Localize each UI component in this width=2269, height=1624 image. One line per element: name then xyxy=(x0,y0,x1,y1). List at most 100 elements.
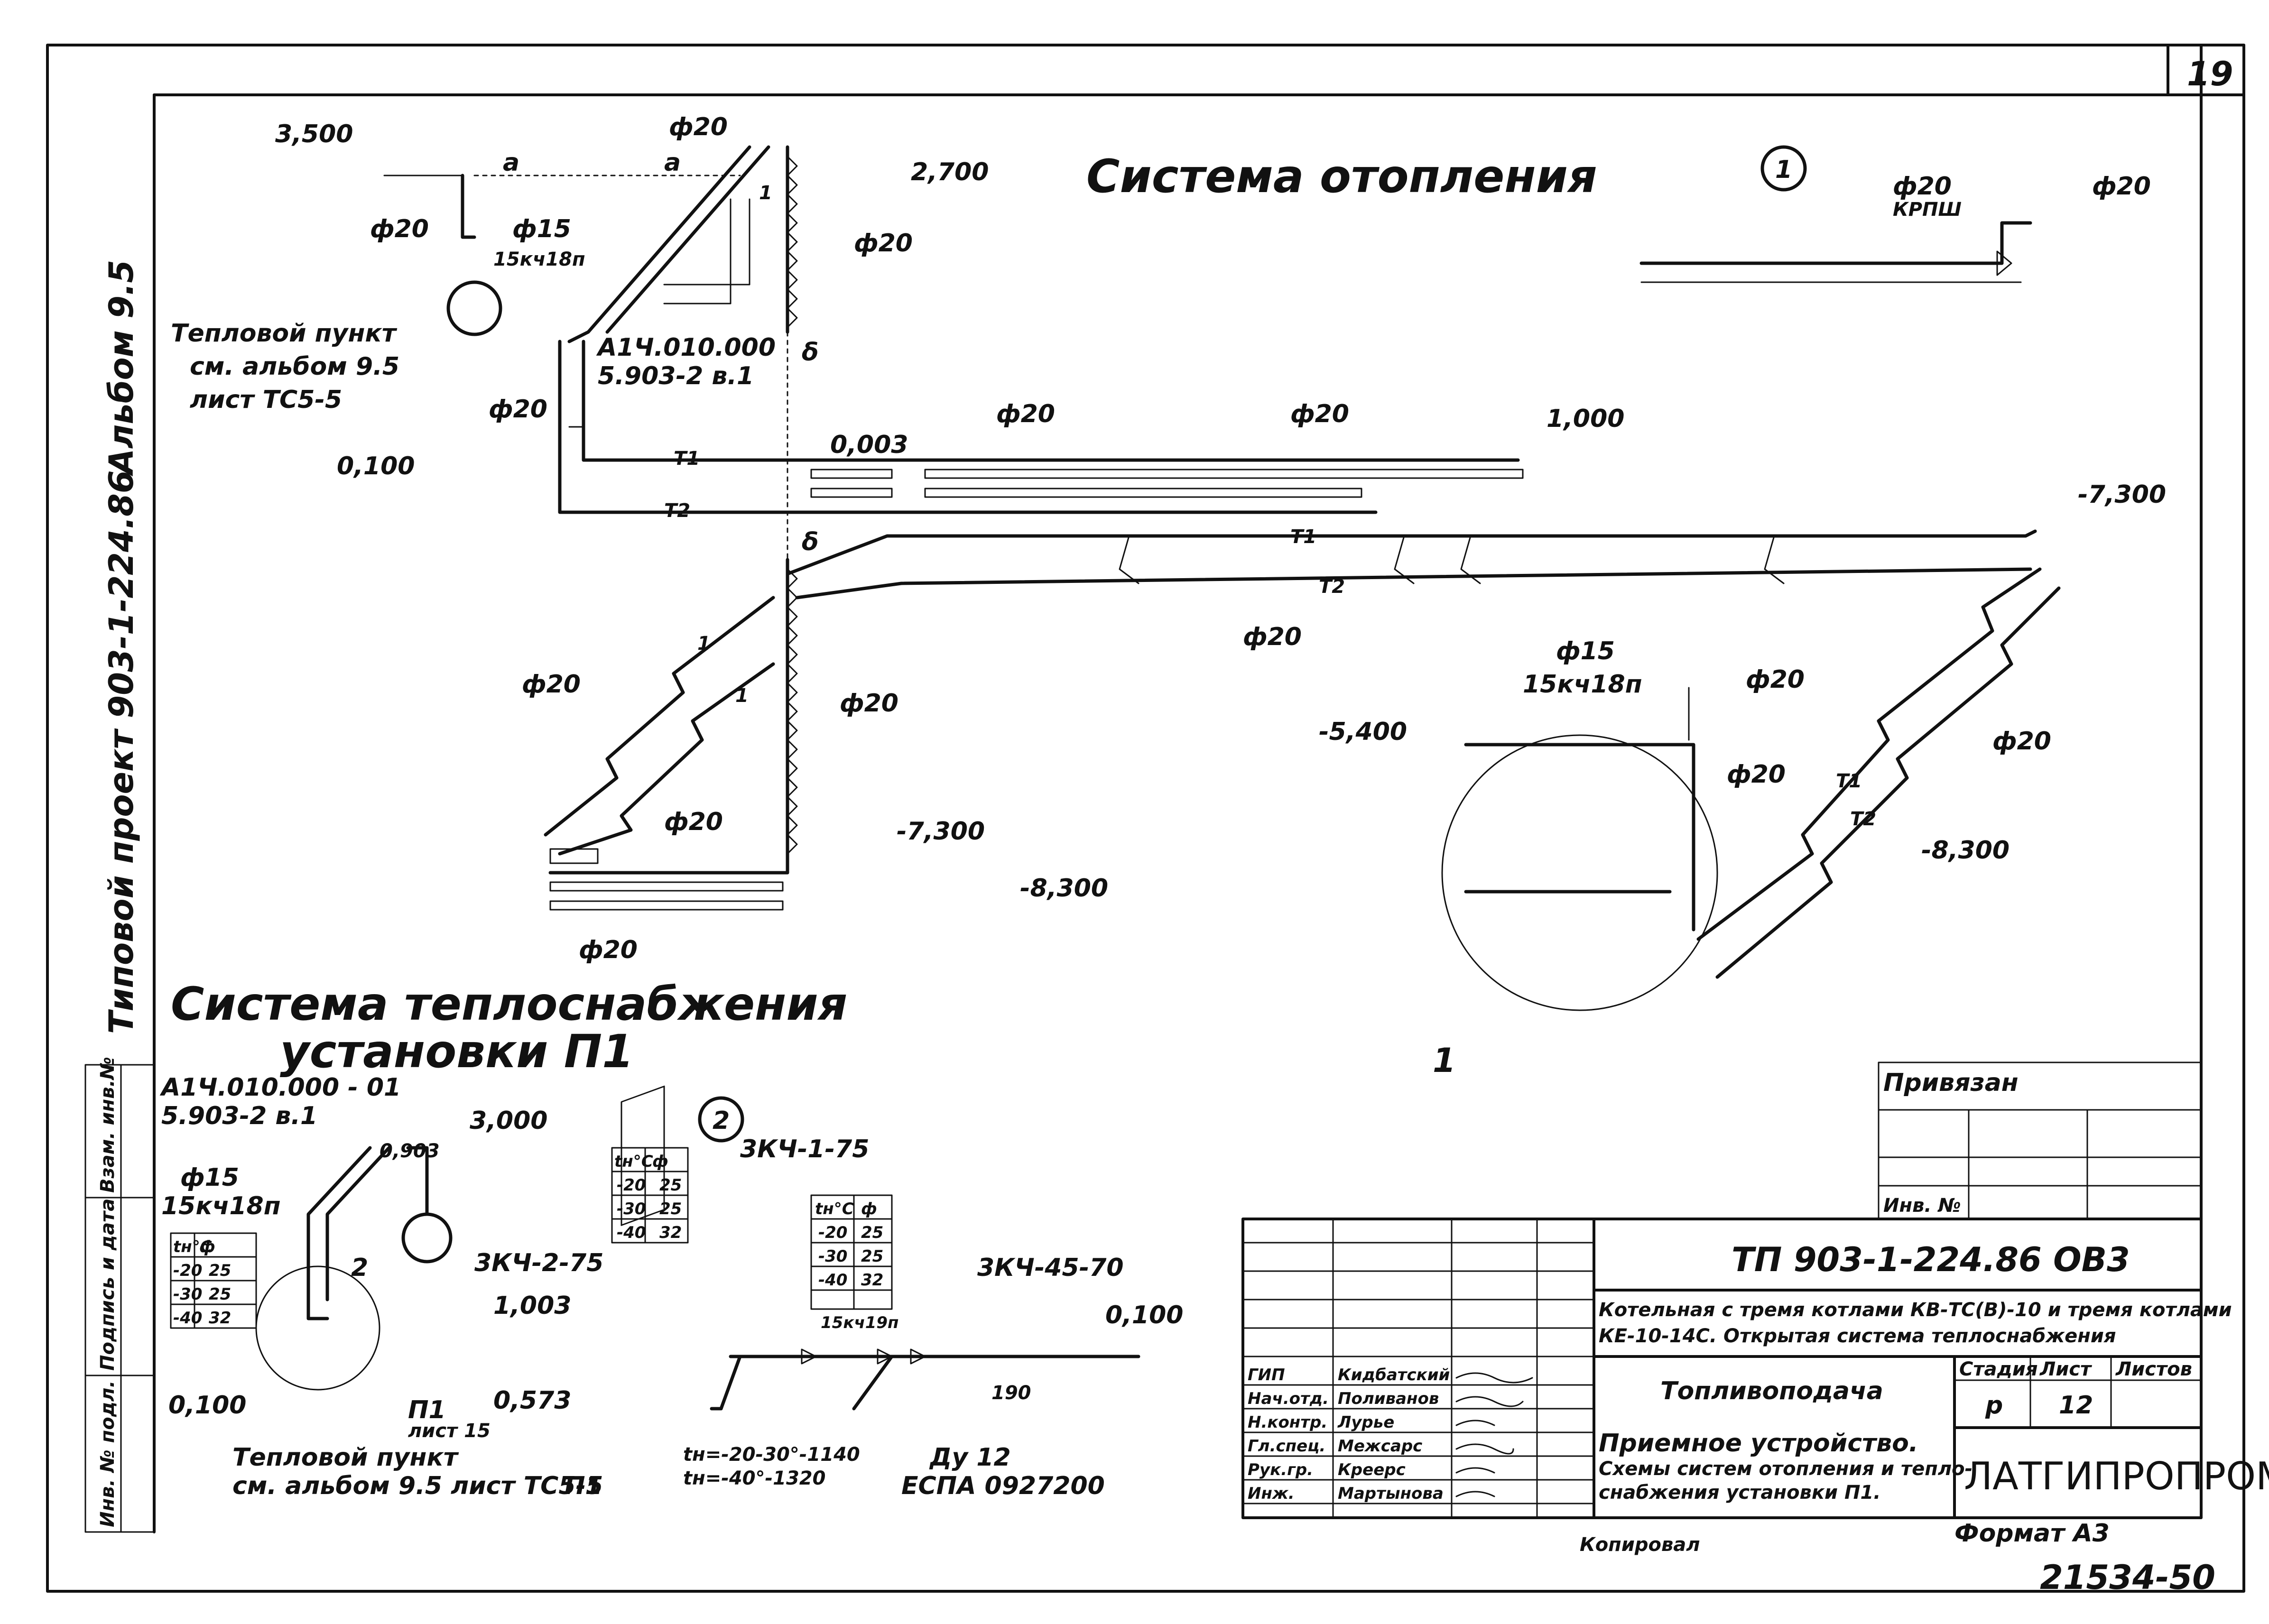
right-label: 1 xyxy=(1433,1041,1456,1080)
sheets-header: Листов xyxy=(2115,1358,2192,1380)
right-label: ф20 xyxy=(1992,727,2051,756)
right-label: Т1 xyxy=(1836,770,1862,792)
heating-label: 2,700 xyxy=(911,158,989,186)
person: Кидбатский xyxy=(1338,1366,1450,1384)
heating-label: ф20 xyxy=(1290,400,1349,428)
table-a-cell: 25 xyxy=(659,1176,682,1195)
heating-label: ф20 xyxy=(489,395,547,424)
heating-label: δ xyxy=(802,528,819,556)
stamp-replace: Взам. инв.№ xyxy=(97,1057,119,1193)
table-a-cell: -30 xyxy=(617,1200,646,1218)
heating-label: ф20 xyxy=(370,215,429,243)
supply-table-cell: 25 xyxy=(209,1285,231,1304)
person: Лурье xyxy=(1337,1413,1394,1432)
person: Мартынова xyxy=(1338,1484,1444,1503)
person: Креерс xyxy=(1338,1460,1406,1479)
supply-table-cell: 32 xyxy=(209,1309,231,1328)
sheet-title-2: Схемы систем отопления и тепло- xyxy=(1599,1458,1973,1480)
signature xyxy=(1455,1467,1495,1474)
supply-label: 0,100 xyxy=(168,1391,246,1420)
heating-label: ф20 xyxy=(854,229,913,258)
heating-label: ф20 xyxy=(840,689,898,718)
object-line-2: КЕ-10-14С. Открытая система теплоснабжен… xyxy=(1599,1325,2116,1347)
detail2-label: П1 xyxy=(565,1472,602,1500)
heating-label: Тепловой пункт xyxy=(171,319,398,348)
archive-number: 21534-50 xyxy=(2040,1558,2215,1597)
object-line-1: Котельная с тремя котлами КВ-ТС(В)-10 и … xyxy=(1599,1299,2232,1321)
signature xyxy=(1455,1420,1495,1426)
stage-value: р xyxy=(1985,1391,2003,1420)
heating-label: ф20 xyxy=(669,113,728,141)
heating-label: 15кч18п xyxy=(493,249,585,270)
detail-2-labels: 2 3КЧ-1-75 3КЧ-2-75 1,003 0,573 П1 tн=-2… xyxy=(474,1107,1183,1500)
outer-frame xyxy=(46,44,2245,1593)
supply-label: ф15 xyxy=(180,1163,239,1192)
heating-label: Т1 xyxy=(1290,526,1316,548)
sheet-value: 12 xyxy=(2059,1391,2093,1420)
heating-label: δ xyxy=(802,338,819,367)
heating-label: 1 xyxy=(759,182,772,204)
table-a-cell: -40 xyxy=(617,1223,646,1242)
role: Н.контр. xyxy=(1248,1413,1327,1432)
heating-label: 0,100 xyxy=(337,452,415,480)
table-b-cell: 32 xyxy=(861,1271,883,1290)
heating-label: ф20 xyxy=(664,808,723,836)
section-name: Топливоподача xyxy=(1660,1377,1883,1405)
supply-table-cell: -20 xyxy=(173,1261,202,1280)
signature xyxy=(1455,1491,1495,1497)
supply-label: А1Ч.010.000 - 01 xyxy=(159,1073,401,1102)
table-b-h1: ф xyxy=(861,1200,877,1218)
signature xyxy=(1455,1396,1524,1407)
heating-label: -7,300 xyxy=(2078,480,2166,509)
heating-label: а xyxy=(664,148,681,177)
table-b-cell: 25 xyxy=(861,1223,883,1242)
right-scheme: 1 xyxy=(1441,145,2032,1011)
table-b-cell: 25 xyxy=(861,1247,883,1266)
right-label: ф15 xyxy=(1556,637,1615,665)
table-a-cell: 25 xyxy=(659,1200,682,1218)
role: Гл.спец. xyxy=(1248,1437,1325,1456)
heating-label: ф20 xyxy=(1243,623,1302,651)
supply-table-cell: 25 xyxy=(209,1261,231,1280)
heating-label: Т2 xyxy=(1319,576,1345,598)
detail2-label: 0,100 xyxy=(1105,1301,1183,1329)
left-stamp: Инв. № подл. Подпись и дата Взам. инв.№ xyxy=(84,1057,155,1533)
stamp-sign: Подпись и дата xyxy=(97,1199,119,1371)
table-b-cell: -40 xyxy=(818,1271,847,1290)
detail2-label: ЕСПА 0927200 xyxy=(901,1472,1105,1500)
supply-table-h0: tн°С xyxy=(173,1237,212,1256)
supply-table-cell: -30 xyxy=(173,1285,202,1304)
detail2-label: 1,003 xyxy=(493,1292,571,1320)
detail-2 xyxy=(611,1085,1140,1411)
sheet-number: 19 xyxy=(2187,55,2233,93)
stamp-inv: Инв. № подл. xyxy=(97,1380,119,1527)
supply-title-2: установки П1 xyxy=(280,1025,634,1078)
table-b-cell: -30 xyxy=(818,1247,847,1266)
sheet-number-box xyxy=(2167,44,2245,96)
project-number: Типовой проект 903-1-224.86 xyxy=(102,470,141,1034)
heating-label: -8,300 xyxy=(1020,874,1108,903)
heating-label: 0,003 xyxy=(830,431,908,459)
detail2-label: tн=-40°-1320 xyxy=(683,1467,825,1489)
right-label: ф20 xyxy=(2092,172,2151,201)
detail2-label: 190 xyxy=(991,1382,1031,1404)
supply-label: см. альбом 9.5 лист ТС5-5 xyxy=(232,1472,603,1500)
heating-label: ф20 xyxy=(996,400,1055,428)
supply-scheme xyxy=(170,1146,453,1391)
privyazan-box: Привязан Инв. № xyxy=(1878,1061,2202,1220)
detail2-label: 3КЧ-1-75 xyxy=(740,1135,869,1163)
supply-label: 5.903-2 в.1 xyxy=(161,1102,317,1130)
supply-table-h1: ф xyxy=(199,1237,215,1256)
detail2-label: 3КЧ-45-70 xyxy=(977,1254,1124,1282)
format-label: Формат А3 xyxy=(1954,1519,2110,1548)
organization: ЛАТГИПРОПРОМ xyxy=(1964,1454,2269,1498)
right-label: ф20 xyxy=(1727,760,1786,789)
copied-label: Копировал xyxy=(1580,1534,1700,1556)
heating-labels: 3,500 ф20 а а ф20 ф15 15кч18п ф20 2,700 … xyxy=(171,113,2166,964)
right-label: ф20 xyxy=(1746,665,1805,694)
supply-table-cell: -40 xyxy=(173,1309,202,1328)
right-label: 15кч18п xyxy=(1523,670,1642,699)
album-label: Альбом 9.5 xyxy=(102,260,141,477)
signature xyxy=(1455,1372,1533,1384)
